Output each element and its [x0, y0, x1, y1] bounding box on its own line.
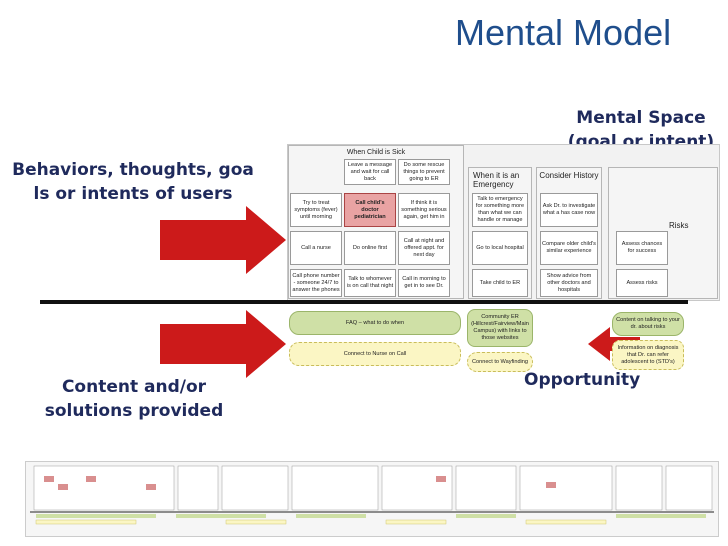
mental-model-board: When Child is Sick When it is an Emergen…	[287, 144, 720, 301]
card-take-er: Take child to ER	[472, 269, 528, 297]
card-call-nurse: Call a nurse	[290, 231, 342, 265]
card-call-night: Call at night and offered appt. for next…	[398, 231, 450, 265]
behaviors-label-line2: ls or intents of users	[33, 184, 233, 204]
mental-model-divider	[40, 300, 688, 304]
card-show-advice: Show advice from other doctors and hospi…	[540, 269, 598, 297]
content-label-line1: Content and/or	[61, 377, 207, 397]
card-talk-whoever: Talk to whomever is on call that night	[344, 269, 396, 297]
header-when-sick: When Child is Sick	[346, 149, 406, 156]
content-faq: FAQ – what to do when	[289, 311, 461, 335]
content-wayfinding: Connect to Wayfinding	[467, 352, 533, 372]
overview-thumbnail-graphic	[30, 465, 714, 525]
card-talk-emergency: Talk to emergency for something more tha…	[472, 193, 528, 227]
header-history: Consider History	[539, 171, 599, 180]
content-diagnosis: Information on diagnosis that Dr. can re…	[612, 340, 684, 370]
right-arrow-icon-top	[160, 206, 286, 274]
card-rescue: Do some rescue things to prevent going t…	[398, 159, 450, 185]
card-call-morning: Call in morning to get in to see Dr.	[398, 269, 450, 297]
content-community-er: Community ER (Hillcrest/Fairview/Main Ca…	[467, 309, 533, 347]
right-arrow-icon-bottom	[160, 310, 286, 378]
behaviors-label-line1: Behaviors, thoughts, goa	[12, 160, 254, 180]
behaviors-label: Behaviors, thoughts, goa ls or intents o…	[4, 158, 262, 206]
opportunity-label: Opportunity	[524, 370, 641, 390]
card-local-hospital: Go to local hospital	[472, 231, 528, 265]
header-risks: Risks	[669, 221, 689, 230]
card-think-serious: If think it is something serious again, …	[398, 193, 450, 227]
card-ask-dr: Ask Dr. to investigate what a has case n…	[540, 193, 598, 227]
page-title: Mental Model	[455, 12, 672, 53]
card-try-treat: Try to treat symptoms (fever) until morn…	[290, 193, 342, 227]
content-nurse-call: Connect to Nurse on Call	[289, 342, 461, 366]
card-leave-message: Leave a message and wait for call back	[344, 159, 396, 185]
card-phone-number: Call phone number - someone 24/7 to answ…	[290, 269, 342, 297]
overview-thumbnail	[25, 461, 719, 537]
content-label-line2: solutions provided	[44, 401, 224, 421]
card-assess-risks: Assess risks	[616, 269, 668, 297]
card-compare: Compare older child's similar experience	[540, 231, 598, 265]
header-emergency: When it is an Emergency	[473, 171, 520, 189]
content-talking-risks: Content on talking to your dr. about ris…	[612, 312, 684, 336]
mental-space-line1: Mental Space	[576, 108, 706, 128]
card-assess-chances: Assess chances for success	[616, 231, 668, 265]
card-call-doctor: Call child's doctor pediatrician	[344, 193, 396, 227]
content-label: Content and/or solutions provided	[20, 375, 248, 423]
card-online: Do online first	[344, 231, 396, 265]
